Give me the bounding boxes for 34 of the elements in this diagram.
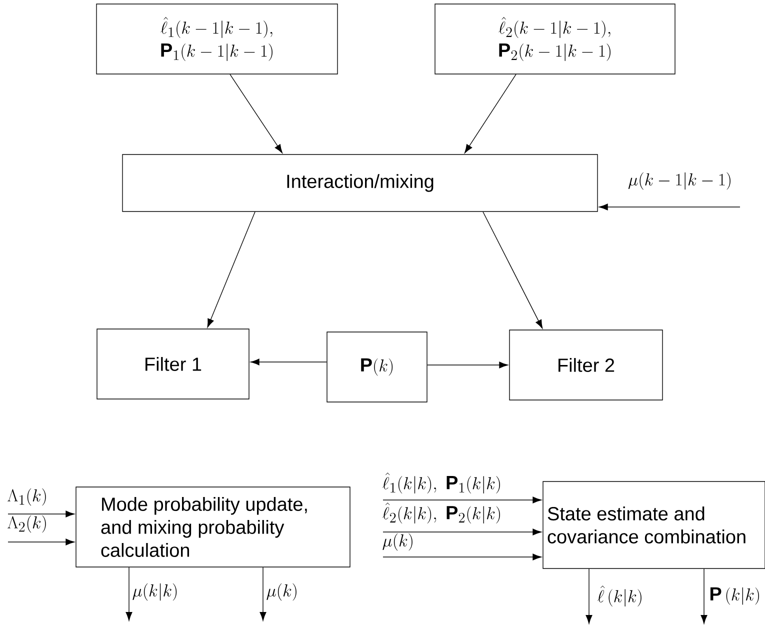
process-box: Filter 1: [96, 328, 250, 400]
arrow: [250, 358, 327, 366]
edge-label: $\mu(k)$: [266, 583, 296, 601]
arrow: [8, 510, 74, 518]
process-box: $\hat{\ell}_1(k-1|k-1),$ $\mathbf{P}_1(k-1|k-1)$: [96, 4, 338, 74]
arrow: [427, 362, 508, 368]
arrow: [207, 212, 256, 328]
arrow: [382, 528, 542, 536]
arrow: [586, 568, 592, 624]
edge-label: $\hat{\ell}_2(k|k),\ \mathbf{P}_2(k|k)$: [382, 502, 500, 524]
arrow: [260, 567, 266, 621]
arrow: [230, 74, 282, 154]
arrow: [700, 568, 708, 624]
edge-label: $\mu(k-1|k-1)$: [628, 172, 730, 190]
arrow: [482, 212, 543, 329]
arrow: [464, 74, 516, 154]
process-box: $\hat{\ell}_2(k-1|k-1),$ $\mathbf{P}_2(k-1|k-1)$: [434, 4, 676, 74]
edge-label: $\Lambda_2(k)$: [8, 515, 46, 533]
edge-label: $\mathbf{P}\,(k|k)$: [710, 587, 759, 605]
process-box: Mode probability update, and mixing probability calculation: [76, 486, 350, 568]
arrow: [382, 496, 542, 504]
arrow: [599, 204, 740, 210]
process-box: Interaction/mixing: [122, 154, 598, 212]
edge-label: $\Lambda_1(k)$: [8, 488, 46, 506]
process-box: State estimate and covariance combination: [542, 481, 765, 569]
process-box: $\mathbf{P}(k)$: [326, 332, 428, 402]
arrow: [8, 538, 74, 546]
arrow: [382, 554, 542, 560]
edge-label: $\mu(k)$: [382, 533, 412, 551]
process-box: Filter 2: [509, 330, 663, 400]
edge-label: $\mu(k|k)$: [132, 583, 177, 601]
arrow: [126, 567, 132, 621]
edge-label: $\hat{\ell}\,(k|k)$: [597, 586, 642, 606]
edge-label: $\hat{\ell}_1(k|k),\ \mathbf{P}_1(k|k)$: [382, 472, 500, 494]
